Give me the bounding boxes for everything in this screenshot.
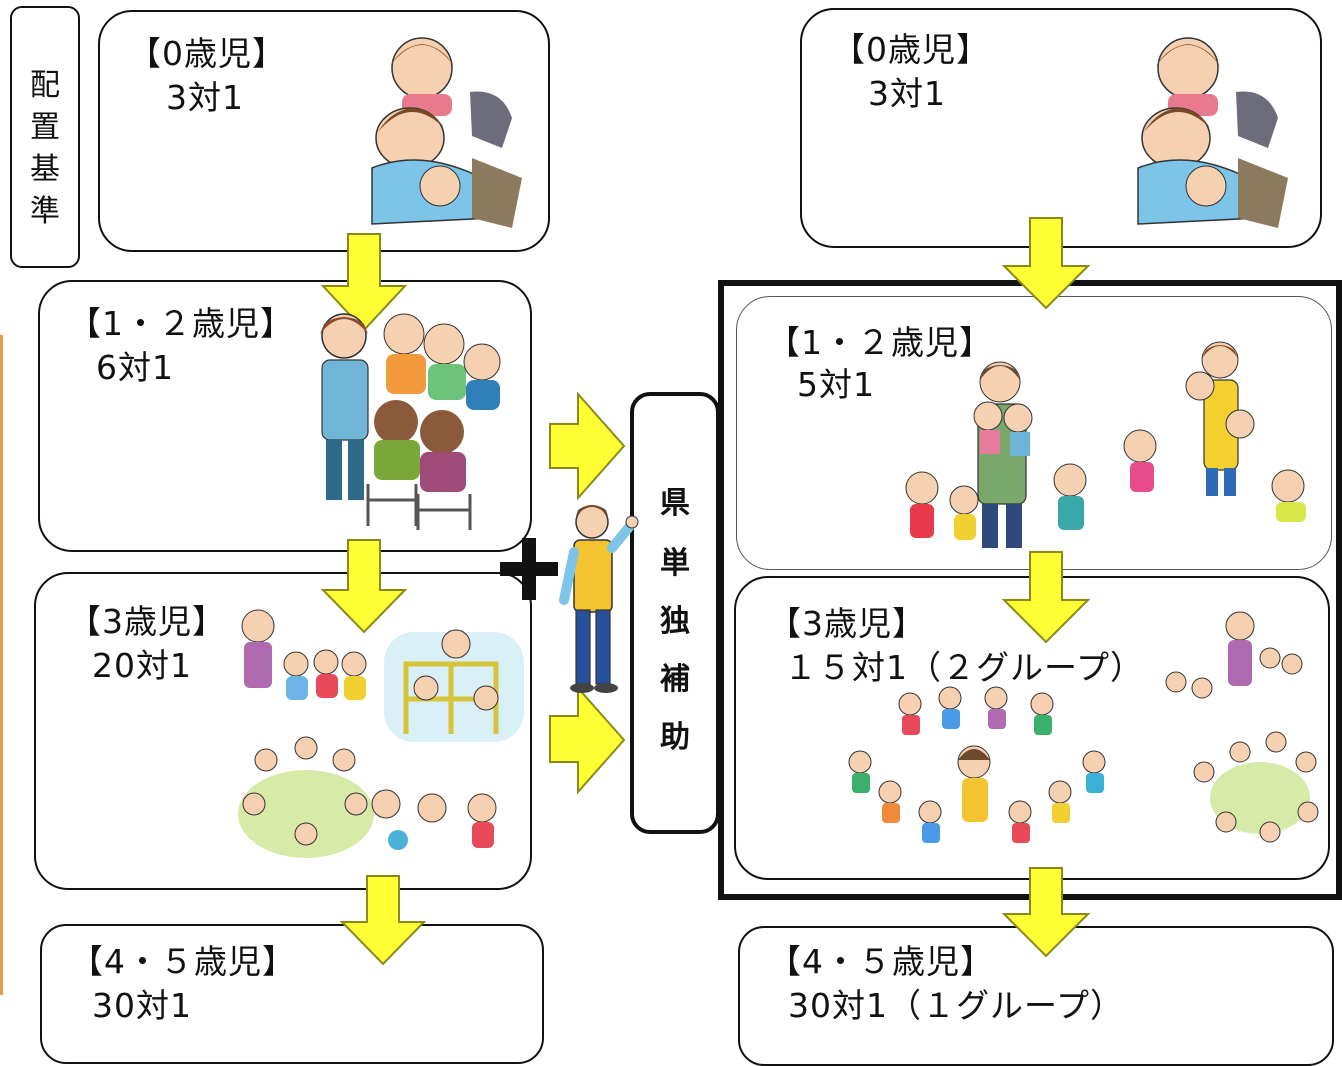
ratio-text: 3対1 [868, 74, 946, 113]
age-title: 【1・２歳児】 [767, 323, 993, 362]
ratio-text: 30対1 [92, 986, 192, 1025]
age-title: 【0歳児】 [128, 34, 286, 73]
teacher-group-illustration [320, 313, 501, 530]
prefectural-subsidy-label: 県 単 独 補 助 [630, 392, 720, 834]
age-title: 【1・２歳児】 [68, 304, 294, 343]
staff-member-figure [559, 505, 639, 693]
ratio-text: 6対1 [96, 348, 174, 387]
side-label-char: 基 [30, 152, 60, 187]
hand-in-hand-children [241, 609, 367, 700]
down-arrow [1001, 867, 1091, 958]
down-arrow [1001, 551, 1091, 644]
right-arrow [549, 391, 626, 501]
arrows-layer [320, 217, 1091, 966]
age-title: 【4・５歳児】 [768, 942, 994, 981]
large-group-of-children [848, 686, 1106, 843]
center-label-char: 助 [660, 720, 690, 755]
center-label-char: 補 [660, 662, 690, 697]
ratio-text: 20対1 [92, 646, 192, 685]
playground-illustration [238, 609, 524, 858]
plus-icon [500, 538, 558, 600]
side-label-box: 配 置 基 準 [10, 6, 80, 268]
side-label-char: 配 [30, 68, 60, 103]
ratio-text: 3対1 [166, 78, 244, 117]
age-title: 【0歳児】 [832, 30, 990, 69]
jungle-gym [384, 629, 524, 742]
side-accent-line [0, 335, 3, 995]
age-title: 【4・５歳児】 [70, 942, 296, 981]
side-label-char: 置 [30, 110, 60, 145]
right-arrow [549, 685, 626, 795]
center-label-char: 単 [660, 546, 690, 581]
children-pile-illustration [1137, 37, 1288, 228]
down-arrow [339, 875, 427, 966]
teacher-group-illustration [905, 341, 1306, 548]
ratio-text: 5対1 [797, 365, 875, 404]
children-pile-illustration [371, 37, 522, 228]
side-label-char: 準 [30, 194, 60, 229]
center-label-char: 独 [660, 604, 690, 639]
circle-dance-illustration [848, 611, 1319, 843]
age-title: 【3歳児】 [768, 604, 926, 643]
ratio-text: １５対1（２グループ） [784, 648, 1145, 687]
age-title: 【3歳児】 [68, 602, 226, 641]
small-groups-of-children [1165, 611, 1319, 843]
down-arrow [1001, 217, 1091, 310]
down-arrow [320, 539, 408, 634]
circle-of-children [238, 736, 497, 858]
ratio-text: 30対1（１グループ） [788, 986, 1125, 1025]
down-arrow [320, 233, 408, 332]
center-label-char: 県 [660, 486, 690, 521]
